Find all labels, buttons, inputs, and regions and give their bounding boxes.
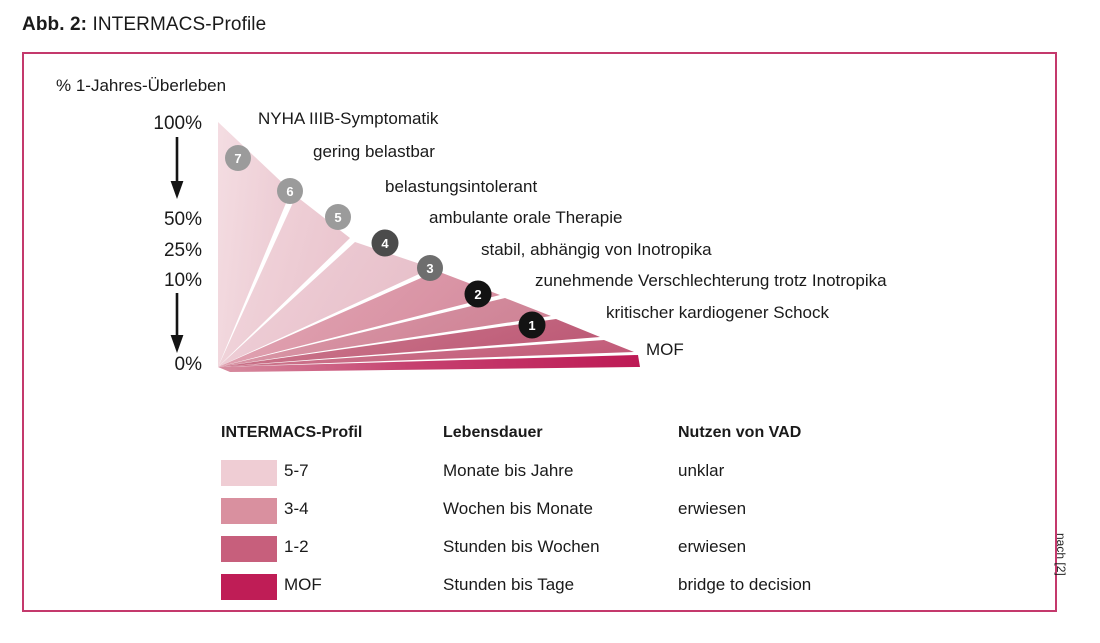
source-note: nach [2]: [1054, 533, 1068, 576]
legend-lifespan-5-7: Monate bis Jahre: [443, 461, 574, 480]
segment-description-7: NYHA IIIB-Symptomatik: [258, 109, 439, 128]
legend-vad-1-2: erwiesen: [678, 537, 747, 556]
legend-profile-mof: MOF: [284, 575, 322, 594]
legend-swatch-3-4[interactable]: [221, 498, 277, 524]
axis-caption: % 1-Jahres-Überleben: [56, 76, 227, 95]
legend-swatch-mof[interactable]: [221, 574, 277, 600]
legend-lifespan-1-2: Stunden bis Wochen: [443, 537, 600, 556]
legend-lifespan-mof: Stunden bis Tage: [443, 575, 575, 594]
segment-description-2: zunehmende Verschlechterung trotz Inotro…: [535, 271, 887, 290]
segment-description-mof: MOF: [646, 340, 684, 359]
axis-tick-10: 10%: [163, 270, 202, 291]
segment-description-4: ambulante orale Therapie: [429, 208, 623, 227]
axis-tick-25: 25%: [163, 240, 202, 261]
legend-profile-3-4: 3-4: [284, 499, 309, 518]
segment-description-5: belastungsintolerant: [385, 177, 538, 196]
legend-profile-1-2: 1-2: [284, 537, 309, 556]
legend-header-vad: Nutzen von VAD: [678, 424, 802, 441]
figure-number: Abb. 2:: [22, 14, 88, 35]
legend-lifespan-3-4: Wochen bis Monate: [443, 499, 593, 518]
segment-description-3: stabil, abhängig von Inotropika: [481, 240, 712, 259]
axis-tick-100: 100%: [153, 113, 202, 134]
segment-description-1: kritischer kardiogener Schock: [606, 303, 829, 322]
legend-vad-3-4: erwiesen: [678, 499, 747, 518]
axis-tick-50: 50%: [163, 209, 202, 230]
legend-swatch-1-2[interactable]: [221, 536, 277, 562]
down-arrow-icon-lower: [170, 293, 184, 353]
legend-vad-5-7: unklar: [678, 461, 725, 480]
legend-profile-5-7: 5-7: [284, 461, 309, 480]
down-arrow-icon-upper: [170, 137, 184, 199]
figure-title: INTERMACS-Profile: [92, 14, 267, 35]
segment-description-6: gering belastbar: [313, 142, 435, 161]
legend-swatch-5-7[interactable]: [221, 460, 277, 486]
axis-tick-0: 0%: [174, 354, 202, 375]
legend-header-profile: INTERMACS-Profil: [221, 424, 363, 441]
legend-header-lifespan: Lebensdauer: [443, 424, 543, 441]
figure-caption: Abb. 2: INTERMACS-Profile: [22, 14, 266, 36]
legend-vad-mof: bridge to decision: [678, 575, 812, 594]
